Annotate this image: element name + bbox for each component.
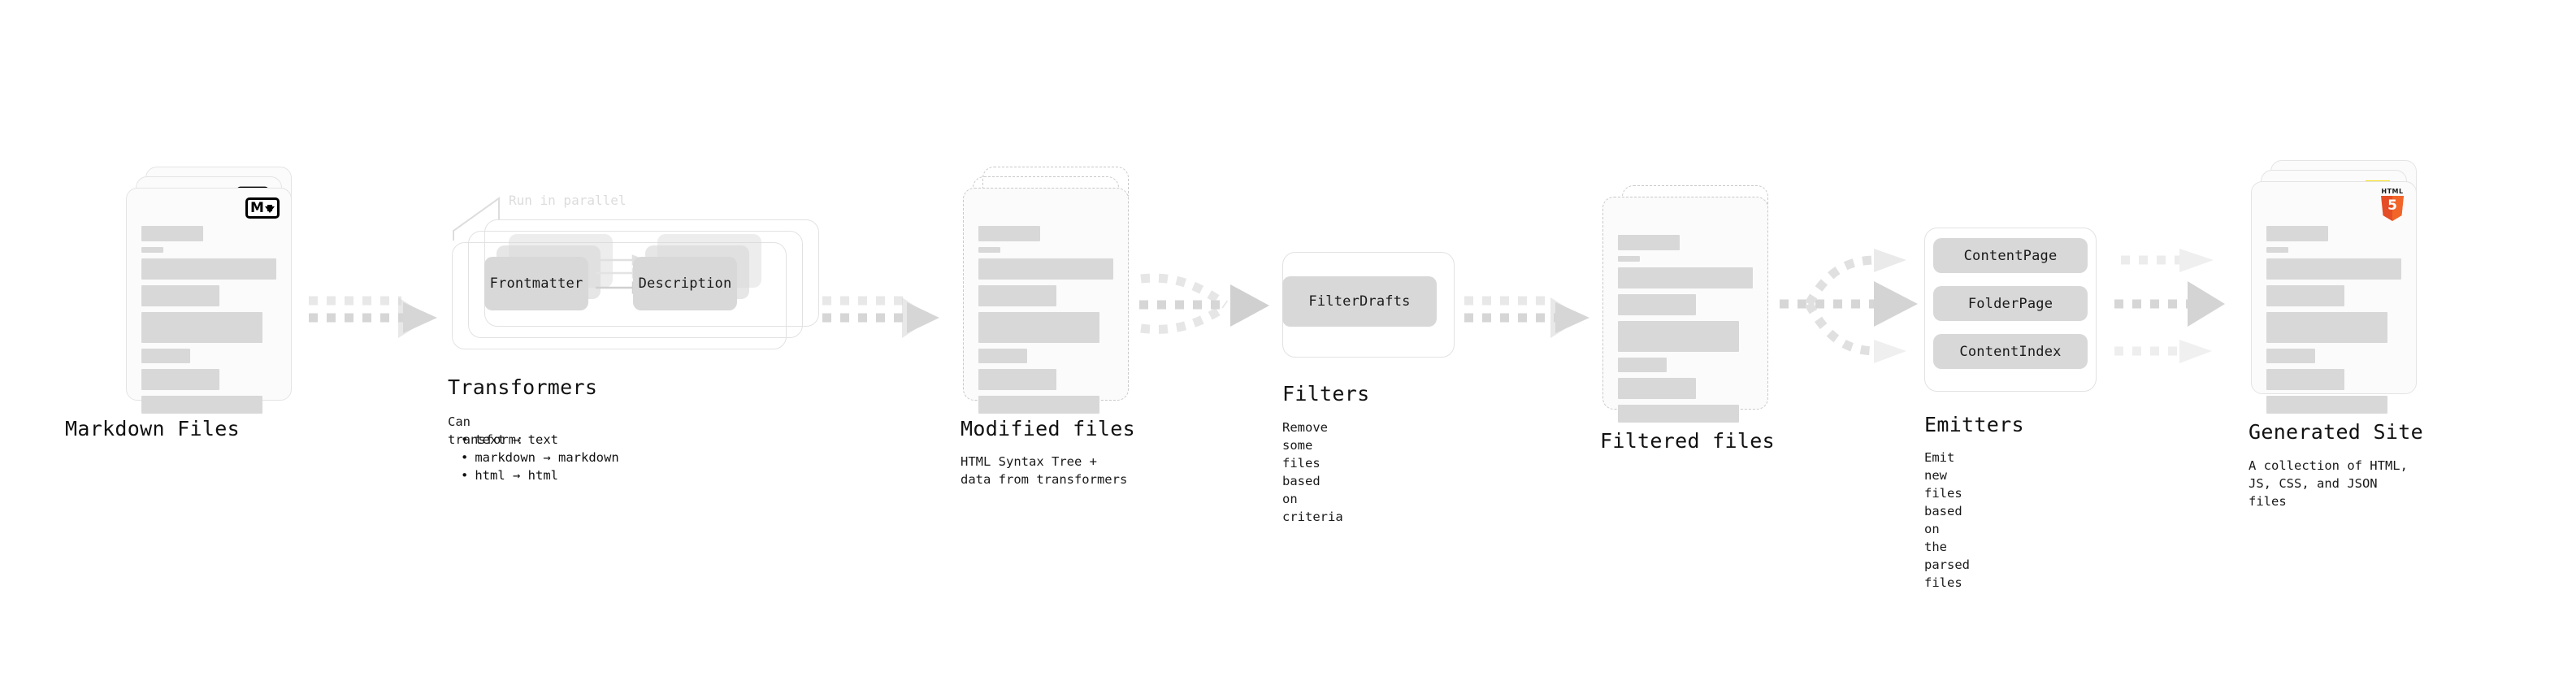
connector-emitters-to-site bbox=[2114, 249, 2225, 363]
markdown-icon: M bbox=[245, 197, 280, 219]
emitter-chip-contentindex[interactable]: ContentIndex bbox=[1933, 334, 2088, 369]
stage-filtered-files: Filtered files bbox=[1600, 185, 1775, 453]
markdown-file-stack: M M M bbox=[126, 167, 295, 414]
stage-title-filtered-files: Filtered files bbox=[1600, 429, 1775, 453]
stage-title-filters: Filters bbox=[1282, 382, 1370, 406]
transformers-box-back-1 bbox=[468, 231, 803, 338]
html5-icon-digit: 5 bbox=[2387, 197, 2397, 214]
stage-title-transformers: Transformers bbox=[448, 375, 598, 399]
filter-chip-filterdrafts[interactable]: FilterDrafts bbox=[1282, 276, 1437, 327]
markdown-card-placeholder-lines bbox=[141, 226, 276, 414]
transformers-box-front bbox=[452, 242, 787, 349]
connector-filters-to-filtered bbox=[1464, 296, 1589, 338]
connector-filtered-to-emitters bbox=[1780, 249, 1918, 363]
markdown-icon-arrow bbox=[264, 205, 275, 213]
stage-title-generated-site: Generated Site bbox=[2249, 420, 2423, 444]
generated-site-subtitle: A collection of HTML, JS, CSS, and JSON … bbox=[2249, 458, 2408, 509]
modified-files-subtitle: HTML Syntax Tree + data from transformer… bbox=[961, 454, 1128, 487]
transformers-bullet: text → text bbox=[461, 431, 619, 449]
generated-site-file-stack: CSS HTML 5 bbox=[2251, 160, 2420, 414]
filtered-card-front bbox=[1602, 197, 1768, 423]
stage-generated-site: CSS HTML 5 bbox=[2249, 160, 2423, 509]
connector-modified-to-filters bbox=[1139, 273, 1269, 334]
connector-markdown-to-transformers bbox=[309, 296, 437, 338]
emitter-chip-folderpage[interactable]: FolderPage bbox=[1933, 286, 2088, 321]
html5-icon: HTML 5 bbox=[2379, 189, 2406, 221]
transformer-chip-frontmatter[interactable]: Frontmatter bbox=[484, 257, 588, 310]
run-in-parallel-note: Run in parallel bbox=[509, 193, 627, 208]
modified-card-front bbox=[963, 188, 1129, 414]
emitter-chip-contentpage[interactable]: ContentPage bbox=[1933, 238, 2088, 273]
transformer-chip-description[interactable]: Description bbox=[633, 257, 737, 310]
stage-markdown-files: M M M bbox=[65, 167, 295, 440]
html5-icon-label: HTML bbox=[2381, 188, 2404, 195]
filtered-file-stack bbox=[1602, 185, 1772, 423]
markdown-icon-letter: M bbox=[250, 199, 264, 216]
site-card-front-html: HTML 5 bbox=[2251, 181, 2417, 414]
transformers-bullet: html → html bbox=[461, 466, 619, 484]
markdown-card-front: M bbox=[126, 188, 292, 414]
connector-transformers-to-modified bbox=[822, 296, 939, 338]
transformers-bullet: markdown → markdown bbox=[461, 449, 618, 466]
stage-title-modified-files: Modified files bbox=[961, 417, 1135, 440]
stage-title-markdown-files: Markdown Files bbox=[65, 417, 240, 440]
html5-icon-shield: 5 bbox=[2381, 196, 2404, 221]
transformers-bullet-list: text → text markdown → markdown html → h… bbox=[448, 431, 619, 484]
emitters-subtitle: Emit new files based on the parsed files bbox=[1924, 450, 1970, 590]
site-card-placeholder-lines bbox=[2266, 226, 2401, 414]
stage-title-emitters: Emitters bbox=[1924, 413, 2024, 436]
modified-card-placeholder-lines bbox=[978, 226, 1113, 414]
stage-modified-files: Modified files HTML Syntax Tree + data f… bbox=[961, 167, 1135, 487]
stack-depth-bracket bbox=[453, 197, 500, 241]
filters-subtitle: Remove some files based on criteria bbox=[1282, 420, 1343, 524]
modified-file-stack bbox=[963, 167, 1132, 414]
filtered-card-placeholder-lines bbox=[1618, 235, 1753, 423]
